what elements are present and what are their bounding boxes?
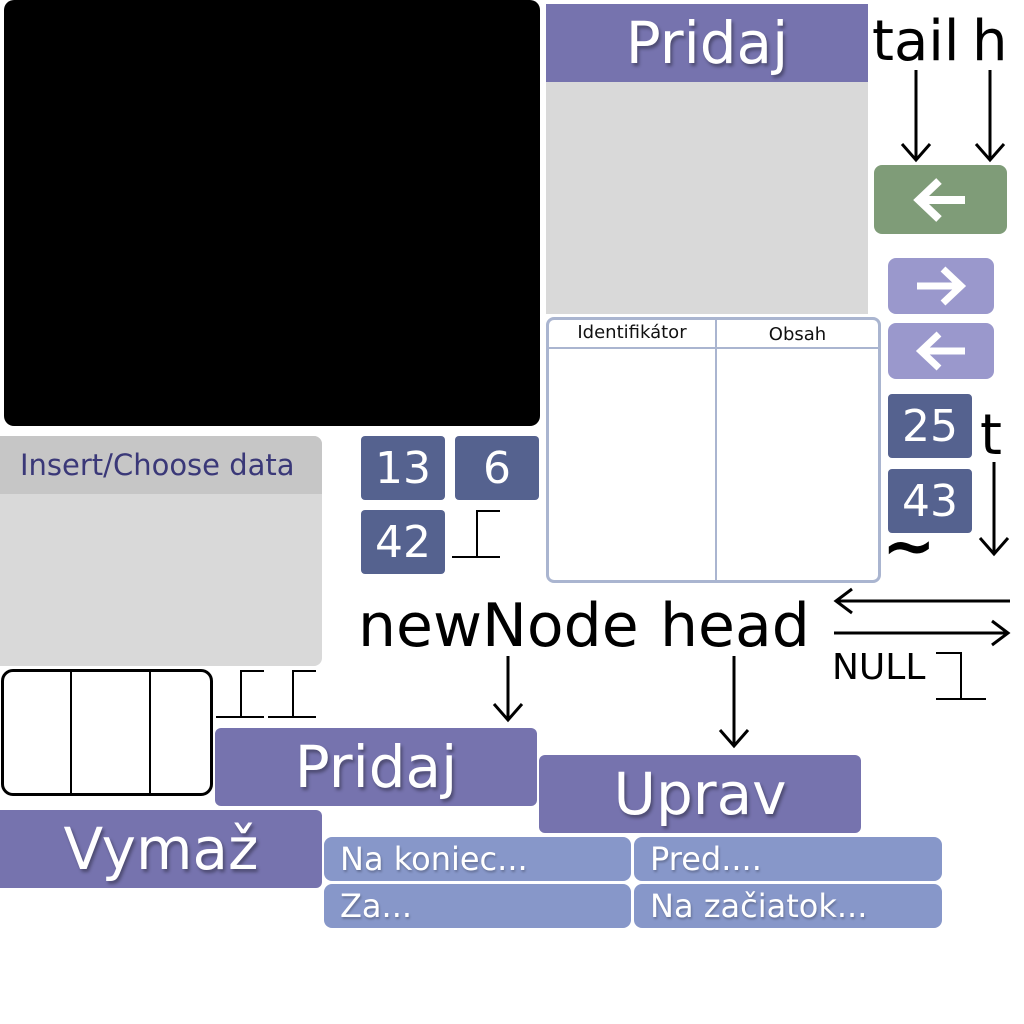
node-tile-43[interactable]: 43 bbox=[888, 469, 972, 533]
pointer-bracket-a-vertical bbox=[240, 670, 242, 718]
pointer-bracket-b-vertical bbox=[292, 670, 294, 718]
newnode-down-arrow-icon bbox=[492, 656, 524, 723]
t-label: t bbox=[980, 403, 1002, 468]
table-header-identifier: Identifikátor bbox=[577, 322, 687, 343]
h-label: h bbox=[972, 9, 1008, 74]
edit-button-label: Uprav bbox=[613, 760, 787, 828]
insert-at-start-label: Na začiatok... bbox=[650, 887, 868, 925]
pointer-bracket-bottom bbox=[452, 556, 500, 558]
node-box-divider-1 bbox=[70, 672, 72, 793]
pointer-bracket-a-top bbox=[240, 670, 264, 672]
insert-at-end-label: Na koniec... bbox=[340, 840, 528, 878]
left-arrow-icon bbox=[912, 177, 965, 222]
right-arrow-icon bbox=[917, 266, 967, 306]
add-panel-header[interactable]: Pridaj bbox=[546, 4, 868, 82]
double-arrow-icon bbox=[833, 587, 1011, 647]
newnode-label: newNode bbox=[358, 591, 639, 661]
left-arrow-icon bbox=[915, 331, 965, 371]
node-tile-25[interactable]: 25 bbox=[888, 394, 972, 458]
pointer-bracket-vertical bbox=[476, 510, 478, 558]
next-arrow-button[interactable] bbox=[888, 258, 994, 314]
insert-after-button[interactable]: Za... bbox=[324, 884, 631, 928]
green-left-arrow-button[interactable] bbox=[874, 165, 1007, 234]
data-panel-header: Insert/Choose data bbox=[0, 436, 322, 494]
head-down-arrow-icon bbox=[718, 656, 750, 749]
pointer-bracket-b-bottom bbox=[268, 716, 316, 718]
data-panel-header-label: Insert/Choose data bbox=[20, 448, 295, 482]
canvas-screen bbox=[4, 0, 540, 426]
node-tile-6[interactable]: 6 bbox=[455, 436, 539, 500]
insert-before-button[interactable]: Pred.... bbox=[634, 837, 942, 881]
t-down-arrow-icon bbox=[978, 462, 1010, 557]
node-tile-42[interactable]: 42 bbox=[361, 510, 445, 574]
null-bracket-vertical bbox=[960, 652, 962, 700]
null-bracket-top bbox=[936, 652, 962, 654]
data-table: Identifikátor Obsah bbox=[546, 317, 881, 583]
tail-down-arrow-icon bbox=[900, 70, 932, 163]
edit-button[interactable]: Uprav bbox=[539, 755, 861, 833]
delete-button-label: Vymaž bbox=[63, 815, 259, 883]
insert-before-label: Pred.... bbox=[650, 840, 762, 878]
insert-after-label: Za... bbox=[340, 887, 413, 925]
head-label: head bbox=[660, 591, 810, 661]
pointer-bracket-top bbox=[476, 510, 500, 512]
table-column-divider bbox=[715, 320, 717, 580]
add-button[interactable]: Pridaj bbox=[215, 728, 537, 806]
delete-button[interactable]: Vymaž bbox=[0, 810, 322, 888]
tail-label: tail bbox=[872, 9, 960, 74]
data-panel: Insert/Choose data bbox=[0, 436, 322, 666]
insert-at-start-button[interactable]: Na začiatok... bbox=[634, 884, 942, 928]
add-button-label: Pridaj bbox=[294, 733, 458, 801]
null-label: NULL bbox=[832, 647, 926, 688]
node-tile-13[interactable]: 13 bbox=[361, 436, 445, 500]
insert-at-end-button[interactable]: Na koniec... bbox=[324, 837, 631, 881]
add-panel-body bbox=[546, 82, 868, 314]
node-box bbox=[1, 669, 213, 796]
prev-arrow-button[interactable] bbox=[888, 323, 994, 379]
null-bracket-bottom bbox=[936, 698, 986, 700]
pointer-bracket-a-bottom bbox=[216, 716, 264, 718]
table-header-content: Obsah bbox=[768, 324, 827, 345]
table-header-divider bbox=[549, 347, 878, 349]
h-down-arrow-icon bbox=[974, 70, 1006, 163]
tilde-symbol: ~ bbox=[882, 510, 936, 584]
add-panel-label: Pridaj bbox=[625, 9, 789, 77]
node-box-divider-2 bbox=[149, 672, 151, 793]
pointer-bracket-b-top bbox=[292, 670, 316, 672]
